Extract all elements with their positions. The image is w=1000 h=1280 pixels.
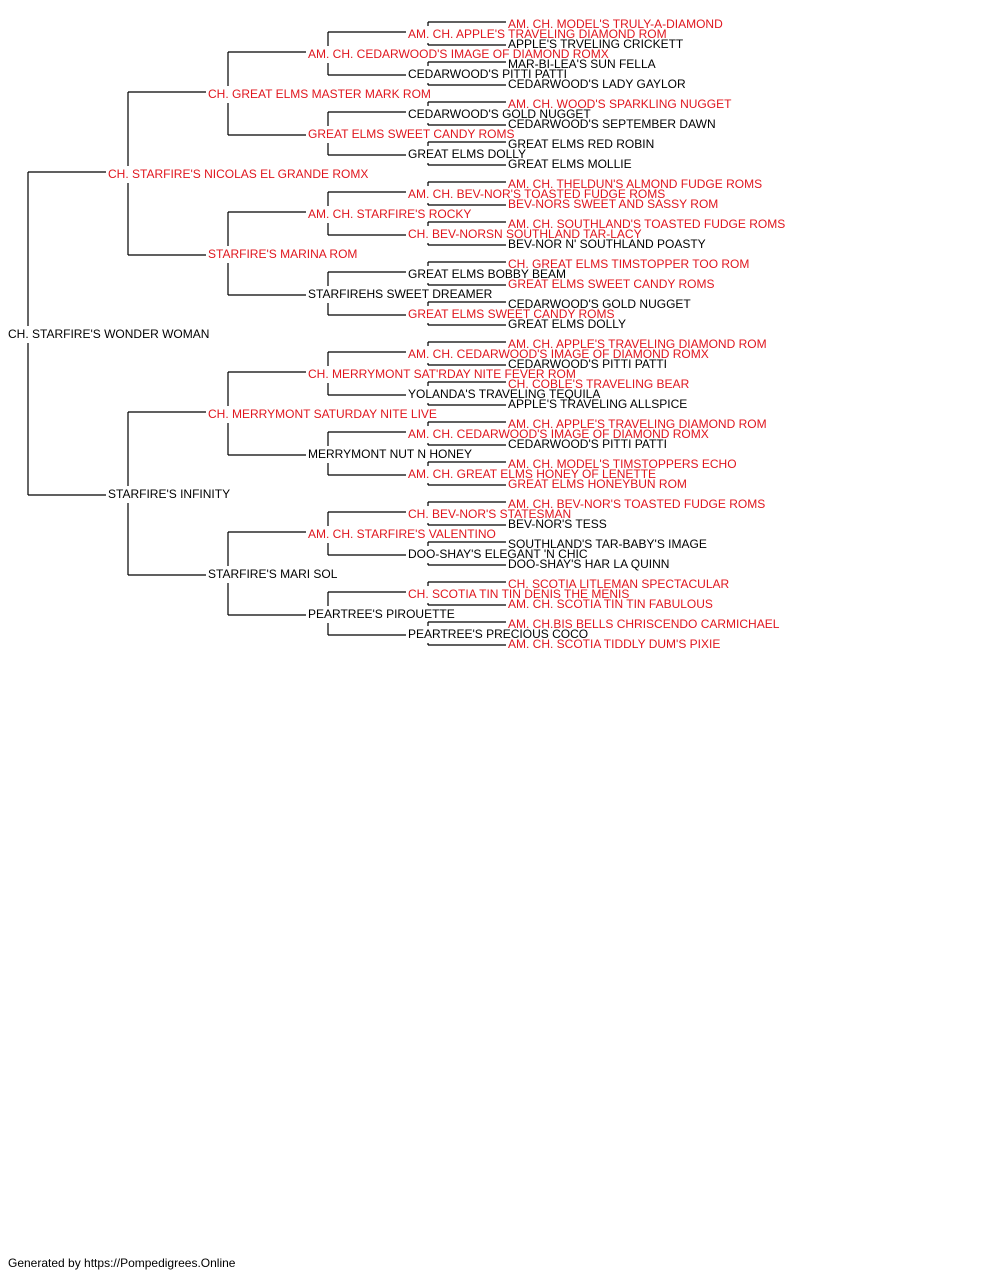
ancestor-name: AM. CH. APPLE'S TRAVELING DIAMOND ROM bbox=[508, 417, 767, 431]
ancestor-name: AM. CH. STARFIRE'S VALENTINO bbox=[308, 527, 496, 541]
ancestor-name: CEDARWOOD'S PITTI PATTI bbox=[508, 357, 667, 371]
ancestor-name: AM. CH.BIS BELLS CHRISCENDO CARMICHAEL bbox=[508, 617, 780, 631]
ancestor-name: AM. CH. CEDARWOOD'S IMAGE OF DIAMOND ROM… bbox=[408, 427, 709, 441]
ancestor-name: DOO-SHAY'S HAR LA QUINN bbox=[508, 557, 669, 571]
ancestor-name: AM. CH. MODEL'S TIMSTOPPERS ECHO bbox=[508, 457, 737, 471]
ancestor-name: AM. CH. SOUTHLAND'S TOASTED FUDGE ROMS bbox=[508, 217, 785, 231]
ancestor-name: GREAT ELMS SWEET CANDY ROMS bbox=[508, 277, 714, 291]
ancestor-name: STARFIRE'S MARINA ROM bbox=[208, 247, 357, 261]
generated-by-footer: Generated by https://Pompedigrees.Online bbox=[8, 1256, 236, 1270]
ancestor-name: AM. CH. APPLE'S TRAVELING DIAMOND ROM bbox=[408, 27, 667, 41]
ancestor-name: PEARTREE'S PRECIOUS COCO bbox=[408, 627, 588, 641]
pedigree-names: CH. STARFIRE'S WONDER WOMAN CH. STARFIRE'… bbox=[8, 17, 785, 651]
ancestor-name: AM. CH. CEDARWOOD'S IMAGE OF DIAMOND ROM… bbox=[308, 47, 609, 61]
ancestor-name: AM. CH. THELDUN'S ALMOND FUDGE ROMS bbox=[508, 177, 762, 191]
ancestor-name: CEDARWOOD'S PITTI PATTI bbox=[408, 67, 567, 81]
ancestor-name: CEDARWOOD'S GOLD NUGGET bbox=[508, 297, 691, 311]
ancestor-name: CH. SCOTIA TIN TIN DENIS THE MENIS bbox=[408, 587, 629, 601]
ancestor-name: MAR-BI-LEA'S SUN FELLA bbox=[508, 57, 656, 71]
subject-dog-name: CH. STARFIRE'S WONDER WOMAN bbox=[8, 327, 209, 341]
ancestor-name: GREAT ELMS DOLLY bbox=[508, 317, 626, 331]
ancestor-name: GREAT ELMS SWEET CANDY ROMS bbox=[308, 127, 514, 141]
ancestor-name: AM. CH. SCOTIA TIDDLY DUM'S PIXIE bbox=[508, 637, 720, 651]
ancestor-name: CEDARWOOD'S SEPTEMBER DAWN bbox=[508, 117, 716, 131]
ancestor-name: AM. CH. WOOD'S SPARKLING NUGGET bbox=[508, 97, 732, 111]
ancestor-name: GREAT ELMS DOLLY bbox=[408, 147, 526, 161]
ancestor-name: CH. COBLE'S TRAVELING BEAR bbox=[508, 377, 690, 391]
ancestor-name: DOO-SHAY'S ELEGANT 'N CHIC bbox=[408, 547, 588, 561]
ancestor-name: CH. BEV-NOR'S STATESMAN bbox=[408, 507, 571, 521]
ancestor-name: GREAT ELMS BOBBY BEAM bbox=[408, 267, 566, 281]
ancestor-name: AM. CH. APPLE'S TRAVELING DIAMOND ROM bbox=[508, 337, 767, 351]
ancestor-name: CEDARWOOD'S PITTI PATTI bbox=[508, 437, 667, 451]
ancestor-name: CEDARWOOD'S LADY GAYLOR bbox=[508, 77, 686, 91]
ancestor-name: AM. CH. CEDARWOOD'S IMAGE OF DIAMOND ROM… bbox=[408, 347, 709, 361]
ancestor-name: GREAT ELMS RED ROBIN bbox=[508, 137, 654, 151]
ancestor-name: SOUTHLAND'S TAR-BABY'S IMAGE bbox=[508, 537, 707, 551]
ancestor-name: CH. GREAT ELMS TIMSTOPPER TOO ROM bbox=[508, 257, 749, 271]
ancestor-name: CH. STARFIRE'S NICOLAS EL GRANDE ROMX bbox=[108, 167, 368, 181]
ancestor-name: CH. BEV-NORSN SOUTHLAND TAR-LACY bbox=[408, 227, 642, 241]
ancestor-name: STARFIRE'S MARI SOL bbox=[208, 567, 338, 581]
ancestor-name: PEARTREE'S PIROUETTE bbox=[308, 607, 455, 621]
ancestor-name: AM. CH. BEV-NOR'S TOASTED FUDGE ROMS bbox=[408, 187, 665, 201]
ancestor-name: APPLE'S TRAVELING ALLSPICE bbox=[508, 397, 687, 411]
ancestor-name: GREAT ELMS SWEET CANDY ROMS bbox=[408, 307, 614, 321]
ancestor-name: GREAT ELMS MOLLIE bbox=[508, 157, 632, 171]
ancestor-name: CH. SCOTIA LITLEMAN SPECTACULAR bbox=[508, 577, 729, 591]
ancestor-name: BEV-NOR'S TESS bbox=[508, 517, 607, 531]
ancestor-name: MERRYMONT NUT N HONEY bbox=[308, 447, 472, 461]
ancestor-name: AM. CH. STARFIRE'S ROCKY bbox=[308, 207, 471, 221]
pedigree-connectors bbox=[27, 21, 506, 646]
ancestor-name: STARFIRE'S INFINITY bbox=[108, 487, 230, 501]
ancestor-name: YOLANDA'S TRAVELING TEQUILA bbox=[408, 387, 600, 401]
ancestor-name: AM. CH. BEV-NOR'S TOASTED FUDGE ROMS bbox=[508, 497, 765, 511]
ancestor-name: BEV-NORS SWEET AND SASSY ROM bbox=[508, 197, 718, 211]
ancestor-name: CH. GREAT ELMS MASTER MARK ROM bbox=[208, 87, 431, 101]
ancestor-name: APPLE'S TRVELING CRICKETT bbox=[508, 37, 684, 51]
ancestor-name: CH. MERRYMONT SAT'RDAY NITE FEVER ROM bbox=[308, 367, 576, 381]
ancestor-name: STARFIREHS SWEET DREAMER bbox=[308, 287, 493, 301]
ancestor-name: GREAT ELMS HONEYBUN ROM bbox=[508, 477, 687, 491]
ancestor-name: BEV-NOR N' SOUTHLAND POASTY bbox=[508, 237, 706, 251]
ancestor-name: AM. CH. GREAT ELMS HONEY OF LENETTE bbox=[408, 467, 656, 481]
ancestor-name: AM. CH. SCOTIA TIN TIN FABULOUS bbox=[508, 597, 713, 611]
ancestor-name: CEDARWOOD'S GOLD NUGGET bbox=[408, 107, 591, 121]
ancestor-name: AM. CH. MODEL'S TRULY-A-DIAMOND bbox=[508, 17, 723, 31]
ancestor-name: CH. MERRYMONT SATURDAY NITE LIVE bbox=[208, 407, 437, 421]
